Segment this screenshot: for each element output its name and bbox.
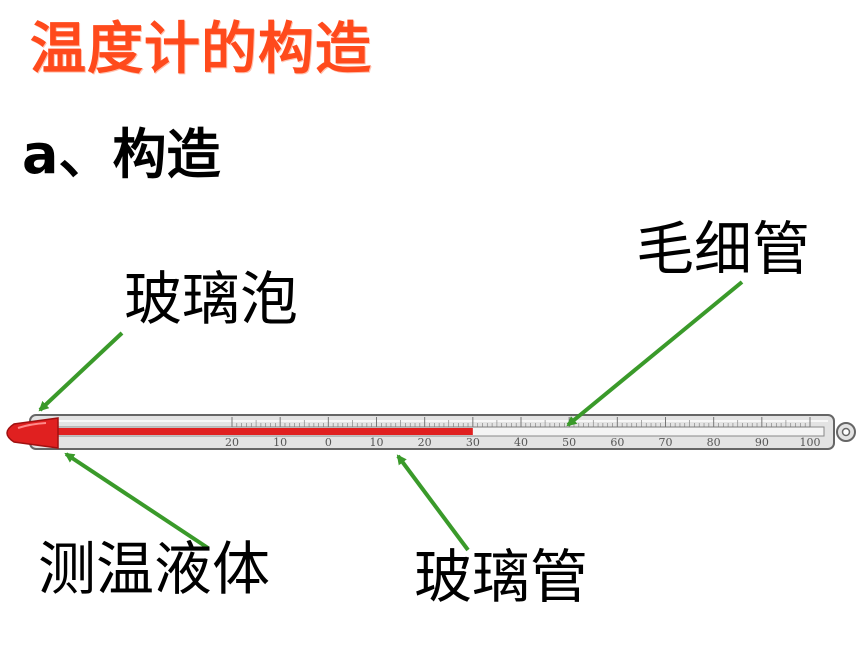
scale-tick-label: 100 xyxy=(800,436,821,449)
scale-tick-label: 0 xyxy=(325,436,332,449)
label-glass-bulb: 玻璃泡 xyxy=(124,265,299,333)
label-capillary: 毛细管 xyxy=(636,215,811,283)
scale-tick-label: 50 xyxy=(562,436,576,449)
scale-tick-label: 70 xyxy=(659,436,673,449)
label-glass-tube: 玻璃管 xyxy=(414,543,589,611)
arrow-to-tube xyxy=(396,454,470,552)
scale-tick-label: 30 xyxy=(466,436,480,449)
glass-bulb xyxy=(6,417,59,449)
section-subtitle: a、构造 xyxy=(22,123,221,186)
page-title: 温度计的构造 xyxy=(30,17,372,82)
arrow-to-liquid xyxy=(64,452,210,550)
scale-tick-label: 90 xyxy=(755,436,769,449)
scale-tick-label: 80 xyxy=(707,436,721,449)
arrow-to-capillary xyxy=(566,280,744,427)
scale-ticks xyxy=(231,417,811,428)
scale-tick-label: 40 xyxy=(514,436,528,449)
arrow-to-bulb xyxy=(38,331,124,412)
liquid-column xyxy=(52,428,473,435)
scale-tick-label: 20 xyxy=(225,436,239,449)
scale-tick-label: 10 xyxy=(273,436,287,449)
scale-tick-label: 20 xyxy=(418,436,432,449)
scale-tick-label: 60 xyxy=(610,436,624,449)
scale-tick-label: 10 xyxy=(370,436,384,449)
label-thermometric-liquid: 测温液体 xyxy=(38,535,271,603)
